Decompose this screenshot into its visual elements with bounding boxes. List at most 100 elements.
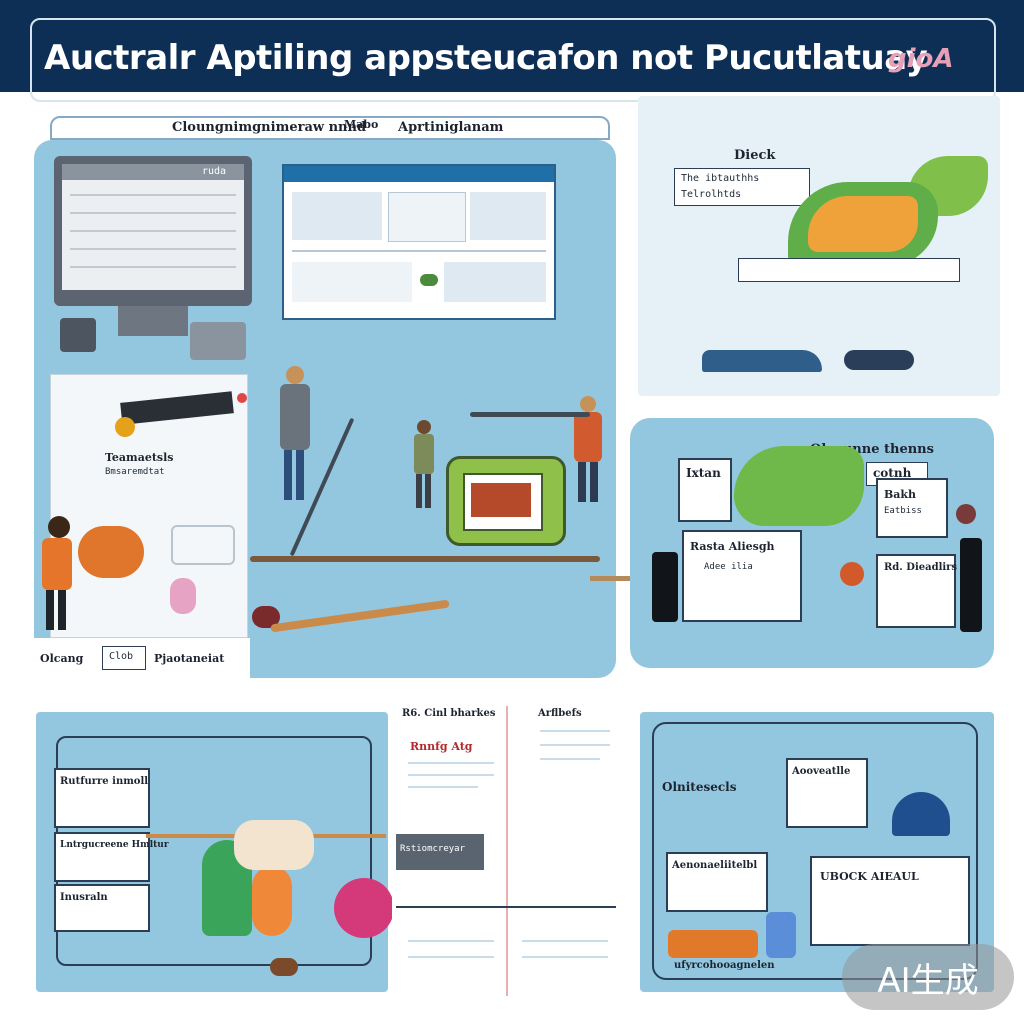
browser-block <box>292 262 412 302</box>
person-head <box>48 516 70 538</box>
bottom-mid-panel: R6. Cinl bharkes Rnnfg Atg Arflbefs Rsti… <box>392 700 620 1000</box>
map-panel-top: Dieck The ibtauthhs Telrolhtds <box>638 96 1000 396</box>
bottom-right-frame <box>652 722 978 980</box>
tab-mid[interactable]: Mabo <box>344 118 379 131</box>
bottom-right-footer: ufyrcohooagnelen <box>674 960 775 971</box>
map-top-row2: Telrolhtds <box>681 189 742 200</box>
map-right-card2: Rasta Aliesgh Adee ilia <box>682 530 802 622</box>
monitor-stand <box>118 306 188 336</box>
browser-block <box>470 192 546 240</box>
coin-icon <box>115 417 135 437</box>
map-right-card2-sub: Adee ilia <box>704 562 753 572</box>
browser-divider <box>292 250 546 252</box>
text-line <box>408 956 494 958</box>
footer-right-label: Pjaotaneiat <box>154 652 225 665</box>
main-panel: Cloungnimgnimeraw nnnd Mabo Aprtiniglana… <box>30 112 616 678</box>
screen-line <box>70 230 236 232</box>
tab-right[interactable]: Aprtiniglanam <box>398 120 504 135</box>
map-shape <box>788 156 988 266</box>
card-title: Teamaetsls <box>105 451 174 464</box>
dark-fruit-icon <box>956 504 976 524</box>
column-divider <box>506 706 508 996</box>
text-line <box>540 758 600 760</box>
map-right-side2: Rd. Dieadlirs <box>876 554 958 628</box>
person-torso <box>42 538 72 590</box>
bottom-mid-col1-item: Rnnfg Atg <box>410 740 473 753</box>
connector-pipe <box>590 576 660 581</box>
map-right-card1: Ixtan <box>678 458 732 522</box>
map-top-label-box: Dieck <box>734 148 830 168</box>
title-frame <box>30 18 996 102</box>
person-leg <box>46 590 54 630</box>
map-top-label: Dieck <box>734 148 776 163</box>
cluster-icon <box>844 350 914 370</box>
black-cabinet <box>960 538 982 632</box>
screen-line <box>70 194 236 196</box>
text-line <box>522 956 608 958</box>
ai-watermark: AI生成 <box>842 944 1014 1010</box>
tab-left[interactable]: Cloungnimgnimeraw nnnd <box>172 120 367 135</box>
bottom-right-card1: Aooveatlle <box>786 758 868 828</box>
bottom-right-panel: Olnitesecls Aooveatlle Aenonaeliitelbl U… <box>640 712 994 992</box>
bottom-left-row3: Inusraln <box>60 892 108 903</box>
bottom-right-label: Olnitesecls <box>662 780 737 794</box>
orange-fruit-icon <box>840 562 864 586</box>
person-leg <box>58 590 66 630</box>
bottom-left-card3: Inusraln <box>54 884 150 932</box>
monitor-toolbar <box>62 164 244 180</box>
black-cabinet <box>652 552 678 622</box>
bottom-right-card3-label: UBOCK AIEAUL <box>820 870 919 883</box>
pump-icon <box>171 525 235 565</box>
blue-dome-icon <box>892 792 950 836</box>
screen-line <box>70 212 236 214</box>
text-line <box>408 774 494 776</box>
text-line <box>540 744 610 746</box>
text-line <box>540 730 610 732</box>
people-group <box>278 366 316 506</box>
browser-block <box>388 192 466 242</box>
map-right-shape <box>734 446 864 526</box>
bottom-mid-col2-head: Arflbefs <box>538 708 582 719</box>
pink-bag-icon <box>170 578 196 614</box>
text-line <box>408 940 494 942</box>
paper-icon <box>234 820 314 870</box>
main-panel-tabbar: Cloungnimgnimeraw nnnd Mabo Aprtiniglana… <box>50 116 610 140</box>
bottom-mid-col1-head: R6. Cinl bharkes <box>402 708 496 719</box>
orange-coat-icon <box>252 866 292 936</box>
browser-leaf-icon <box>420 274 438 286</box>
map-right-tag: cotnh <box>873 466 912 480</box>
pink-ball-icon <box>334 878 394 938</box>
boat-icon <box>702 350 822 372</box>
monitor-label: ruda <box>202 166 227 177</box>
machine-icon <box>668 930 758 958</box>
bottom-mid-bar-label: Rstiomcreyar <box>400 844 466 854</box>
blue-bin-icon <box>766 912 796 958</box>
bottom-right-card2-label: Aenonaeliitelbl <box>672 860 758 871</box>
bottom-mid-bar: Rstiomcreyar <box>396 834 484 870</box>
bottom-left-row1: Rutfurre inmoll <box>60 776 149 787</box>
map-right-card2-label: Rasta Aliesgh <box>690 540 775 553</box>
connector-arm <box>470 412 590 417</box>
bottom-left-card1: Rutfurre inmoll <box>54 768 150 828</box>
monitor: ruda <box>54 156 252 306</box>
red-leaf-icon <box>252 606 280 628</box>
text-line <box>408 786 478 788</box>
footer-left-label: Olcang <box>40 652 84 665</box>
bottom-right-card2: Aenonaeliitelbl <box>666 852 768 912</box>
footer-strip: Olcang Clob Pjaotaneiat <box>30 638 250 678</box>
speaker <box>60 318 96 352</box>
status-dot <box>237 393 247 403</box>
map-top-row1: The ibtauthhs <box>681 173 760 184</box>
browser-window <box>282 164 556 320</box>
printer <box>190 322 246 360</box>
map-right-side1: Bakh Eatbiss <box>876 478 948 538</box>
bottom-mid-rule <box>396 906 616 908</box>
map-right-card1-label: Ixtan <box>686 466 721 480</box>
connector-pipe <box>250 556 600 562</box>
orange-plant-icon <box>78 526 144 578</box>
browser-block <box>444 262 546 302</box>
map-right-side2-label: Rd. Dieadlirs <box>884 562 958 573</box>
map-top-bar <box>738 258 960 282</box>
bottom-right-card3: UBOCK AIEAUL <box>810 856 970 946</box>
header-bar <box>0 0 1024 92</box>
